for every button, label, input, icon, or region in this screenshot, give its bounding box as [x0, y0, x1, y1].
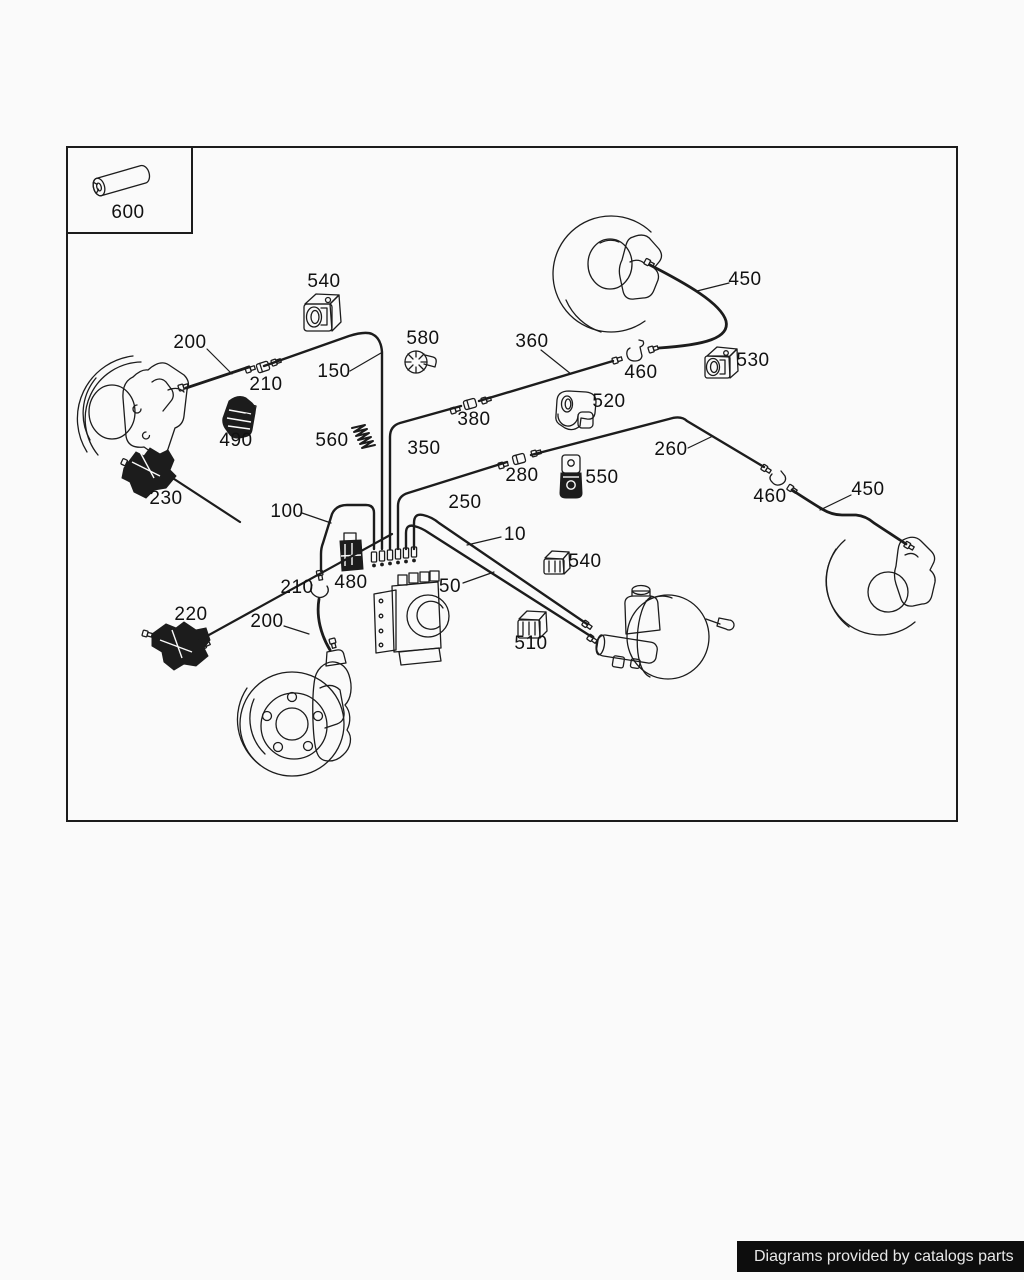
pipe-260	[529, 416, 766, 469]
front-left-wheel	[76, 355, 190, 457]
clip-560	[351, 424, 376, 449]
part-label-510: 510	[514, 633, 548, 654]
part-label-580: 580	[406, 328, 440, 349]
part-label-50: 50	[438, 576, 462, 597]
part-label-280: 280	[505, 465, 539, 486]
footer-credit-text: Diagrams provided by catalogs parts	[754, 1248, 1014, 1265]
part-label-210b: 210	[280, 577, 314, 598]
abs-unit	[373, 570, 450, 666]
pipe-250	[396, 460, 509, 551]
rear-right-wheel-lower	[825, 536, 936, 636]
pipe-10	[412, 513, 589, 626]
part-label-600: 600	[111, 202, 145, 223]
part-label-450b: 450	[851, 479, 885, 500]
part-label-380: 380	[457, 409, 491, 430]
hose-200-bottom	[316, 597, 332, 652]
clamp-530	[704, 346, 739, 379]
part-label-480: 480	[334, 572, 368, 593]
hose-200-top	[184, 365, 251, 390]
part-label-360: 360	[515, 331, 549, 352]
clamp-550	[559, 454, 583, 499]
part-label-540b: 540	[568, 551, 602, 572]
legend-box-600	[66, 146, 193, 234]
part-label-530: 530	[736, 350, 770, 371]
part-label-10: 10	[503, 524, 527, 545]
part-label-350: 350	[407, 438, 441, 459]
clamp-540-top	[303, 293, 342, 332]
pipe-150	[262, 331, 384, 551]
hose-450-bottom	[790, 488, 908, 546]
part-label-230: 230	[149, 488, 183, 509]
part-label-490: 490	[219, 430, 253, 451]
bracket-230	[120, 447, 177, 499]
part-label-200a: 200	[173, 332, 207, 353]
part-label-220: 220	[174, 604, 208, 625]
hose-450-top	[648, 263, 728, 350]
pipe-350	[388, 404, 463, 551]
part-label-260: 260	[654, 439, 688, 460]
part-label-540a: 540	[307, 271, 341, 292]
front-left-wheel-lower	[236, 637, 352, 777]
part-label-200b: 200	[250, 611, 284, 632]
rear-right-wheel-upper	[552, 215, 663, 333]
part-label-460a: 460	[624, 362, 658, 383]
diagram-border-box	[66, 146, 958, 822]
unions-and-fittings	[244, 339, 799, 599]
part-label-550: 550	[585, 467, 619, 488]
part-label-450a: 450	[728, 269, 762, 290]
pipe-100	[319, 503, 376, 573]
plug-580	[404, 350, 437, 374]
part-label-150: 150	[317, 361, 351, 382]
part-label-560: 560	[315, 430, 349, 451]
bracket-220	[141, 621, 212, 671]
grommet-490	[222, 396, 257, 439]
clamp-510	[517, 610, 548, 639]
leader-lines	[166, 282, 852, 643]
pipe-360	[477, 359, 615, 403]
clamp-520	[555, 390, 597, 431]
brake-pipes	[184, 263, 908, 652]
part-label-460b: 460	[753, 486, 787, 507]
part-label-210a: 210	[249, 374, 283, 395]
tube-part-600	[92, 164, 151, 197]
footer-credit-bar: Diagrams provided by catalogs parts	[737, 1241, 1024, 1272]
part-label-520: 520	[592, 391, 626, 412]
master-cylinder-booster	[580, 584, 735, 680]
part-label-100: 100	[270, 501, 304, 522]
clamp-540-mid	[543, 550, 571, 575]
part-label-250: 250	[448, 492, 482, 513]
